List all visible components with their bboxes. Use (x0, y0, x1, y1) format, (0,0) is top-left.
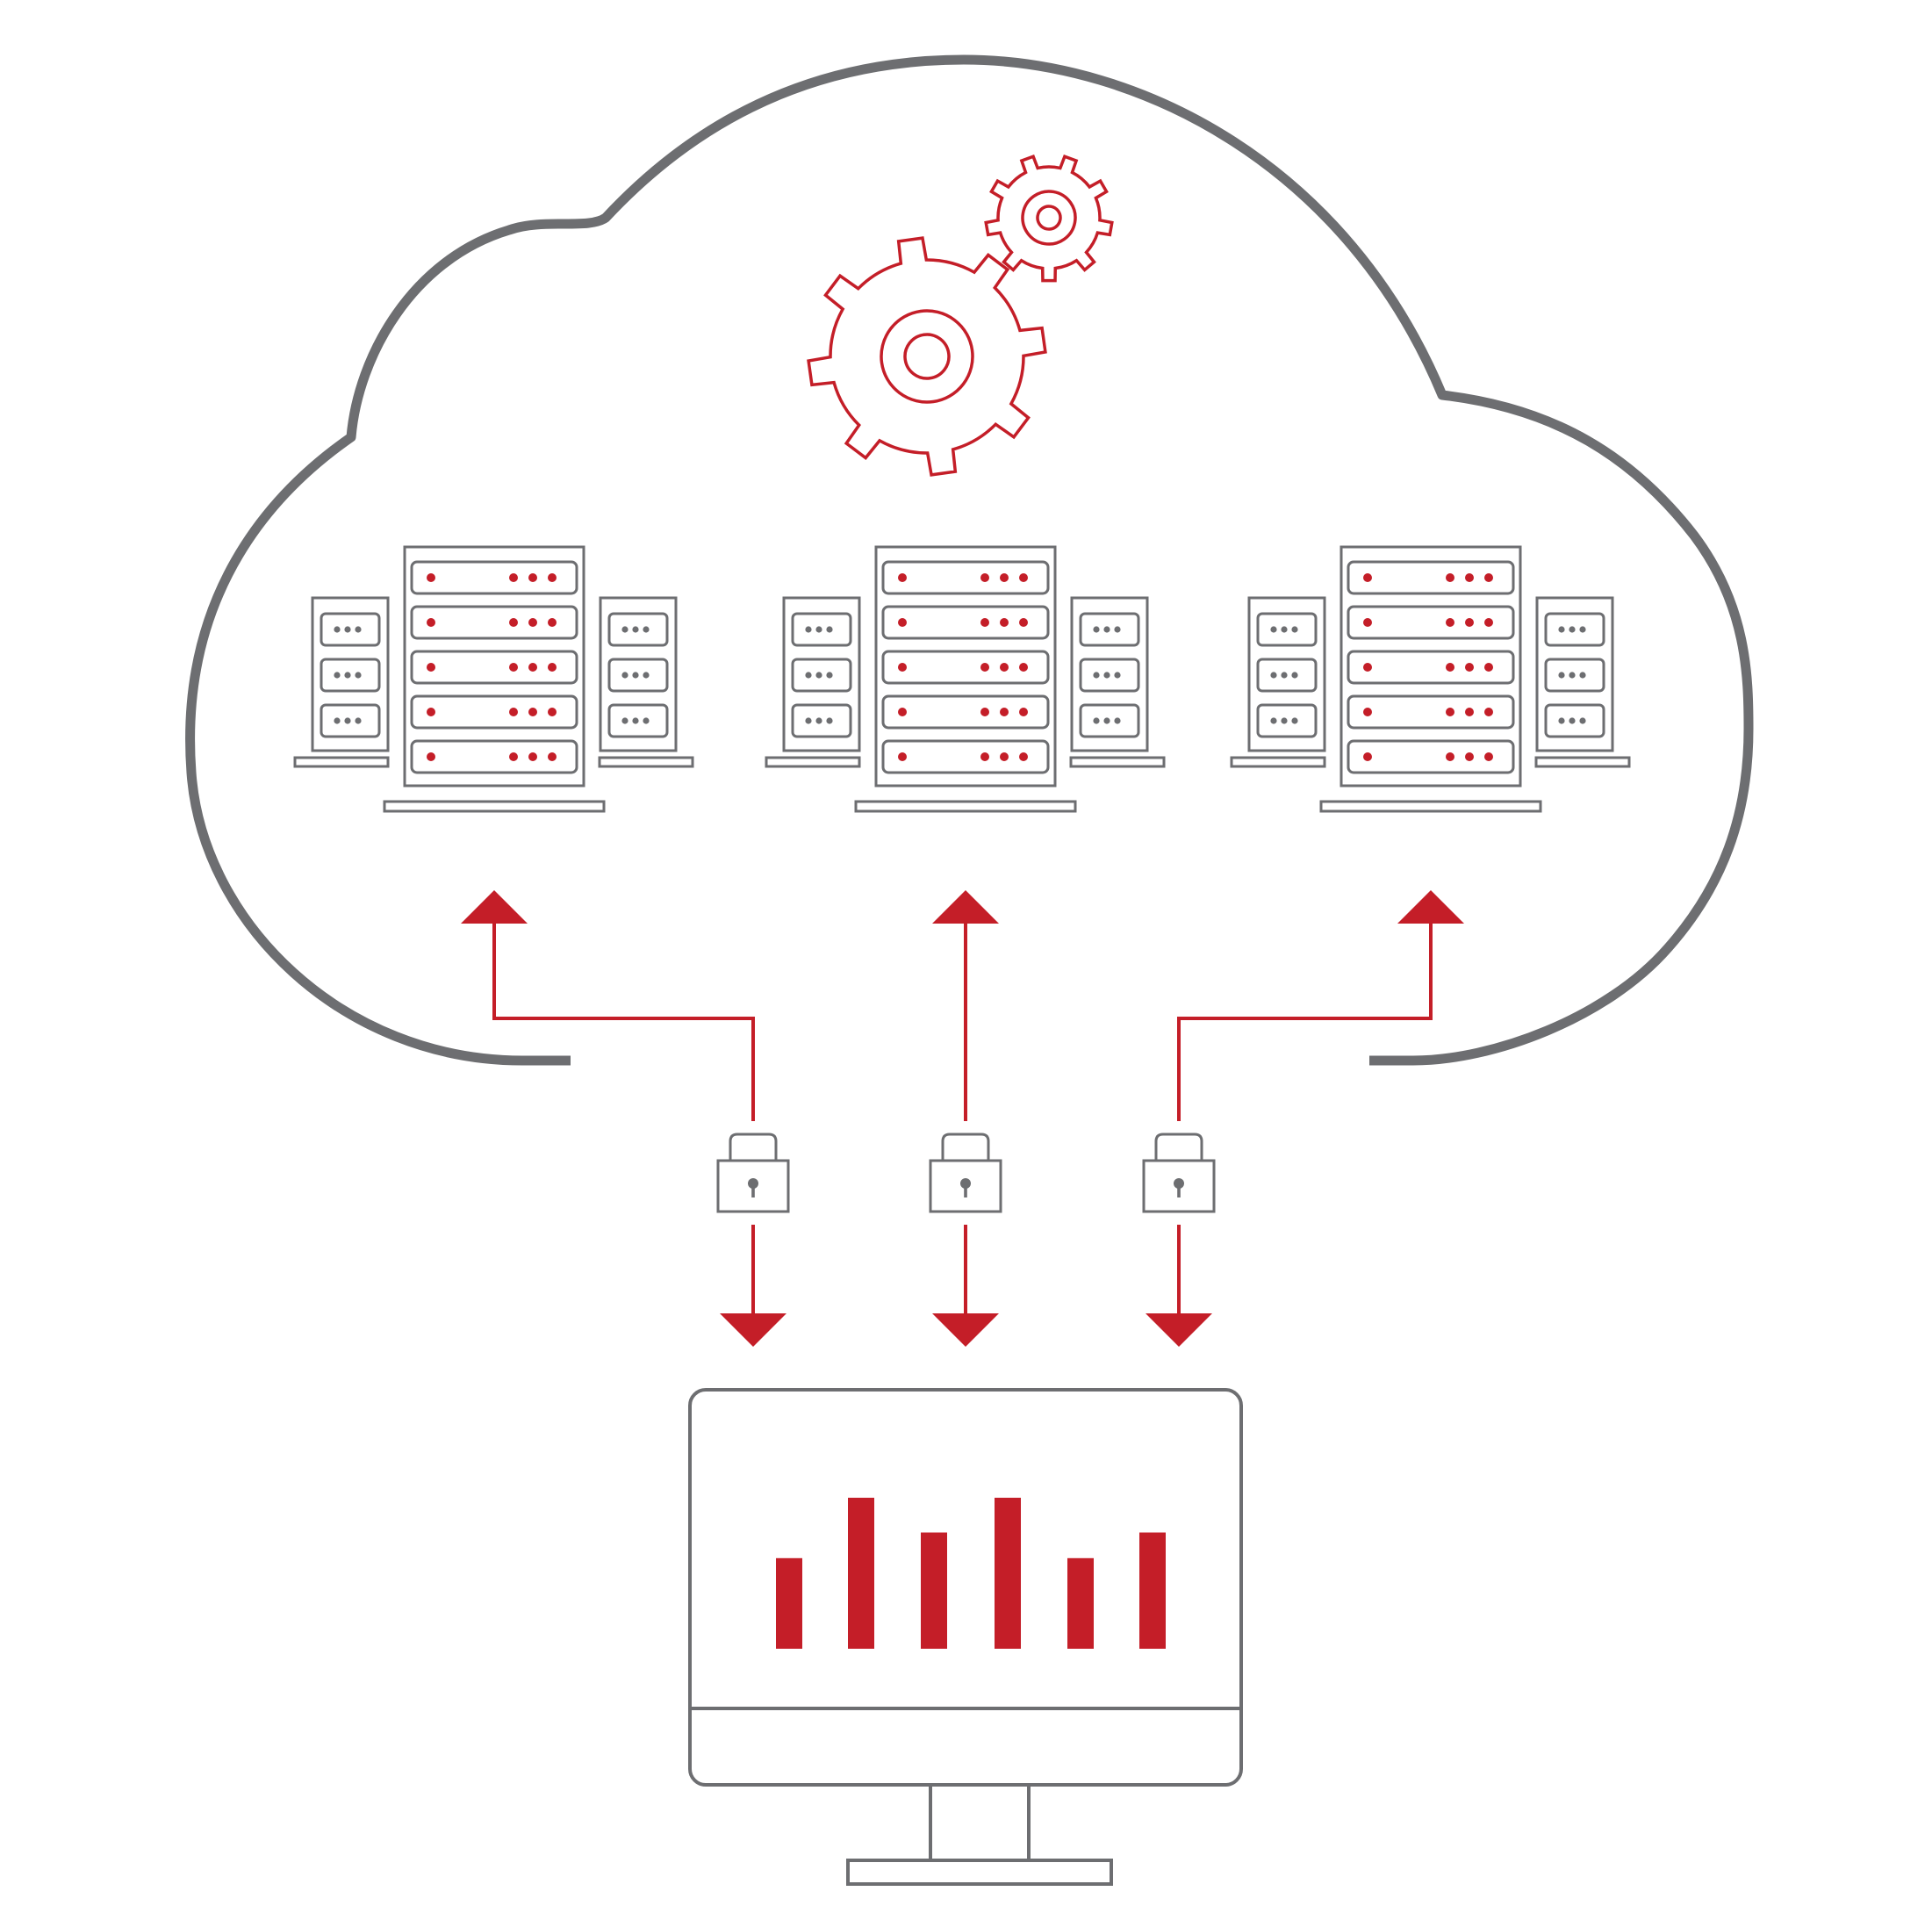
chart-bar (848, 1498, 874, 1649)
arrow-down-right-icon (1146, 1313, 1212, 1347)
small-gear-hub (1036, 205, 1062, 231)
side-server-base (1069, 756, 1166, 768)
padlock-icon (1142, 1133, 1216, 1213)
chart-bar (1067, 1557, 1094, 1649)
small-gear-ring (1021, 190, 1077, 246)
chart-bar (776, 1557, 802, 1649)
side-server-base (1230, 756, 1326, 768)
arrow-down-center-icon (932, 1313, 999, 1347)
chart-bar (1139, 1532, 1166, 1649)
left-upload-line (492, 924, 755, 1121)
server-base (1319, 800, 1542, 813)
arrow-down-left-icon (720, 1313, 786, 1347)
arrow-up-left-icon (461, 890, 528, 924)
side-server-base (765, 756, 861, 768)
side-server-rack-icon (782, 596, 861, 752)
server-rack-icon (403, 545, 585, 787)
chart-bar (995, 1498, 1021, 1649)
side-server-rack-icon (311, 596, 390, 752)
large-gear-hub (903, 333, 951, 380)
gears-icon (807, 155, 1114, 477)
monitor-icon (688, 1388, 1243, 1886)
server-rack-icon (874, 545, 1057, 787)
side-server-base (293, 756, 390, 768)
large-gear-outline (807, 236, 1047, 477)
server-cluster (765, 545, 1166, 813)
server-rack-icon (1339, 545, 1522, 787)
small-gear-outline (984, 155, 1114, 283)
small-gear-icon (984, 155, 1114, 283)
side-server-base (1534, 756, 1631, 768)
arrow-up-center-icon (932, 890, 999, 924)
side-server-rack-icon (1535, 596, 1614, 752)
large-gear-icon (807, 236, 1047, 477)
right-upload-line (1177, 924, 1433, 1121)
server-base (854, 800, 1077, 813)
chart-bar (921, 1532, 947, 1649)
side-server-rack-icon (599, 596, 678, 752)
bar-chart (776, 1498, 1166, 1649)
side-server-rack-icon (1247, 596, 1326, 752)
server-base (383, 800, 606, 813)
server-cluster (293, 545, 694, 813)
large-gear-ring (880, 309, 974, 404)
arrow-up-right-icon (1397, 890, 1464, 924)
side-server-rack-icon (1070, 596, 1149, 752)
side-server-base (598, 756, 694, 768)
cloud-outline-icon (185, 54, 1754, 1066)
padlock-icon (929, 1133, 1002, 1213)
connections (492, 924, 1433, 1317)
monitor-base (846, 1859, 1113, 1886)
server-cluster (1230, 545, 1631, 813)
padlock-icon (716, 1133, 790, 1213)
monitor-neck (929, 1783, 1031, 1862)
